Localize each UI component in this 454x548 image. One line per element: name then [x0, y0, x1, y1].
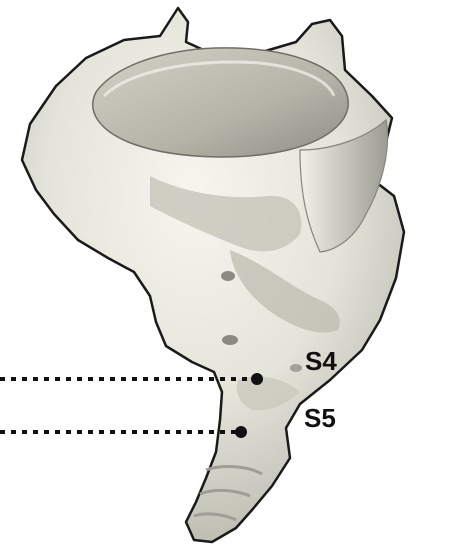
s4-marker-dot: [251, 373, 263, 385]
s4-label: S4: [305, 346, 337, 376]
s5-marker-dot: [235, 426, 247, 438]
foramen-2: [222, 335, 238, 345]
s5-label: S5: [304, 403, 336, 433]
foramen-1: [221, 271, 235, 281]
foramen-3: [290, 364, 302, 372]
